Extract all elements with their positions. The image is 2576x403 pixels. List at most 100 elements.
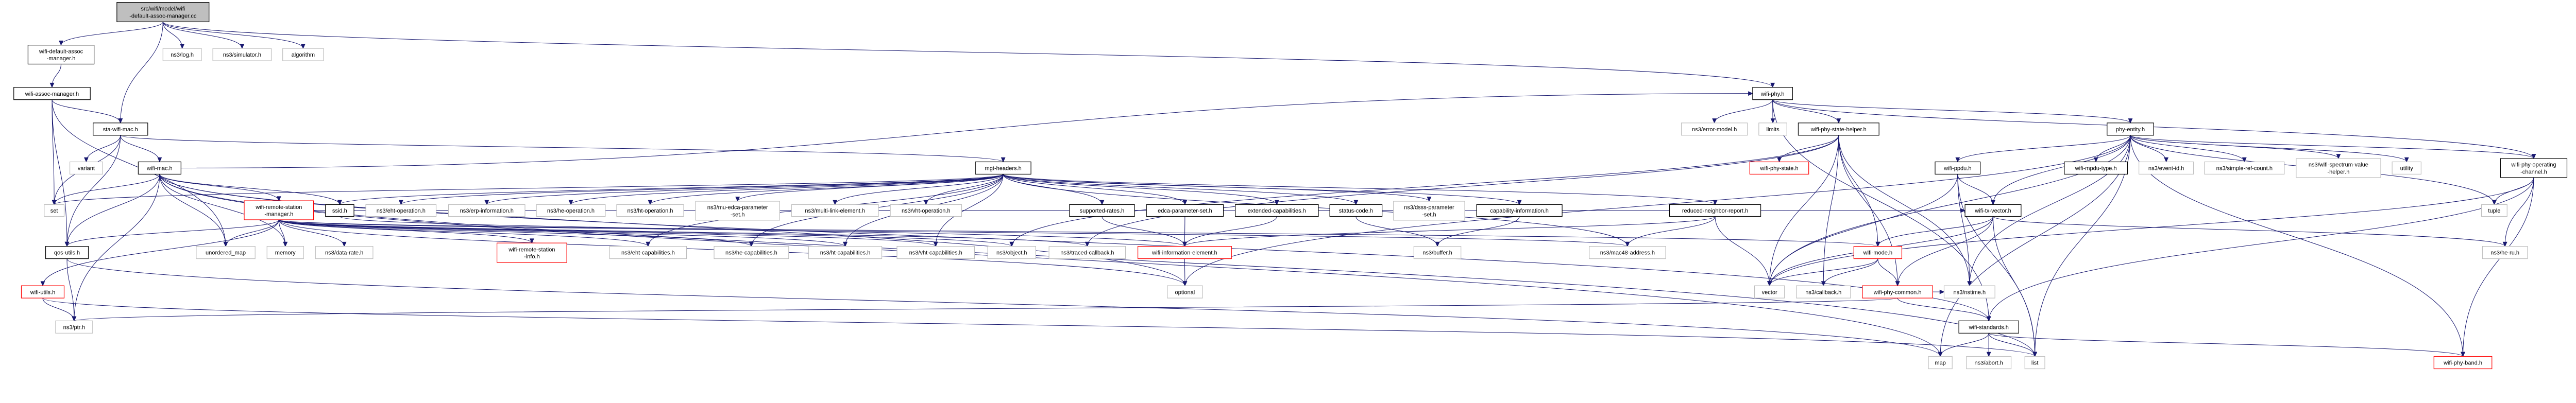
edge-line xyxy=(52,99,67,247)
node-ns3-mu-edca-parameter-set-h[interactable]: ns3/mu-edca-parameter-set.h xyxy=(695,201,780,221)
node-ssid-h[interactable]: ssid.h xyxy=(325,204,354,217)
node-ns3-callback-h[interactable]: ns3/callback.h xyxy=(1796,285,1851,299)
node-status-code-h[interactable]: status-code.h xyxy=(1329,204,1383,217)
node-tuple[interactable]: tuple xyxy=(2481,204,2507,217)
node-ns3-traced-callback-h[interactable]: ns3/traced-callback.h xyxy=(1048,246,1126,259)
node-ns3-mac48-address-h[interactable]: ns3/mac48-address.h xyxy=(1589,246,1666,259)
node-ns3-dsss-parameter-set-h[interactable]: ns3/dsss-parameter-set.h xyxy=(1393,201,1465,221)
node-capability-information-h[interactable]: capability-information.h xyxy=(1476,204,1563,217)
node-label: ns3/eht-operation.h xyxy=(377,208,426,214)
arrowhead-icon xyxy=(529,238,534,244)
node-ns3-vht-capabilities-h[interactable]: ns3/vht-capabilities.h xyxy=(896,246,975,259)
node-wifi-assoc-manager-h[interactable]: wifi-assoc-manager.h xyxy=(13,87,91,100)
node-label: ns3/erp-information.h xyxy=(460,208,514,214)
edge-line xyxy=(1772,99,2131,124)
node-wifi-utils-h[interactable]: wifi-utils.h xyxy=(21,285,65,299)
node-ns3-simulator-h[interactable]: ns3/simulator.h xyxy=(212,48,272,61)
node-wifi-phy-state-h[interactable]: wifi-phy-state.h xyxy=(1749,161,1809,175)
node-algorithm[interactable]: algorithm xyxy=(282,48,324,61)
node-ns3-ht-operation-h[interactable]: ns3/ht-operation.h xyxy=(616,204,684,217)
node-wifi-mode-h[interactable]: wifi-mode.h xyxy=(1853,246,1903,259)
node-qos-utils-h[interactable]: qos-utils.h xyxy=(45,246,89,259)
node-memory[interactable]: memory xyxy=(266,246,304,259)
node-ns3-he-ru-h[interactable]: ns3/he-ru.h xyxy=(2482,246,2528,259)
node-wifi-mpdu-type-h[interactable]: wifi-mpdu-type.h xyxy=(2064,161,2128,175)
node-label: ns3/he-ru.h xyxy=(2490,250,2519,256)
edge-wrsm-to-datarate xyxy=(278,219,347,247)
node-ns3-eht-operation-h[interactable]: ns3/eht-operation.h xyxy=(365,204,437,217)
node-ns3-erp-information-h[interactable]: ns3/erp-information.h xyxy=(448,204,526,217)
node-wifi-phy-state-helper-h[interactable]: wifi-phy-state-helper.h xyxy=(1798,122,1879,136)
node-map[interactable]: map xyxy=(1928,356,1953,370)
edge-line xyxy=(54,174,1004,205)
arrowhead-icon xyxy=(2404,157,2409,163)
edge-wmac-to-list xyxy=(159,174,2038,357)
node-list[interactable]: list xyxy=(2024,356,2045,370)
edge-line xyxy=(181,93,1753,168)
node-label: wifi-mac.h xyxy=(146,166,173,172)
node-wifi-phy-band-h[interactable]: wifi-phy-band.h xyxy=(2433,356,2493,370)
node-ns3-he-operation-h[interactable]: ns3/he-operation.h xyxy=(536,204,606,217)
edge-wmac-to-umap xyxy=(159,174,228,247)
node-label: ns3/buffer.h xyxy=(1422,250,1452,256)
node-unordered-map[interactable]: unordered_map xyxy=(196,246,256,259)
edge-rnr-to-wie xyxy=(1182,216,1716,247)
node-ns3-wifi-spectrum-value-helper-h[interactable]: ns3/wifi-spectrum-value-helper.h xyxy=(2296,158,2381,178)
edge-line xyxy=(1988,177,2534,321)
node-ns3-event-id-h[interactable]: ns3/event-id.h xyxy=(2139,161,2194,175)
node-ns3-simple-ref-count-h[interactable]: ns3/simple-ref-count.h xyxy=(2204,161,2285,175)
edge-line xyxy=(2463,177,2534,357)
node-reduced-neighbor-report-h[interactable]: reduced-neighbor-report.h xyxy=(1669,204,1761,217)
node-ns3-buffer-h[interactable]: ns3/buffer.h xyxy=(1413,246,1462,259)
arrowhead-icon xyxy=(2336,154,2341,160)
node-ns3-eht-capabilities-h[interactable]: ns3/eht-capabilities.h xyxy=(609,246,687,259)
edge-wpcommon-to-ptr xyxy=(72,297,1898,322)
edge-line xyxy=(1772,99,1839,123)
node-sta-wifi-mac-h[interactable]: sta-wifi-mac.h xyxy=(93,122,148,136)
node-limits[interactable]: limits xyxy=(1758,122,1787,136)
node-ns3-nstime-h[interactable]: ns3/nstime.h xyxy=(1943,285,1995,299)
node-wifi-information-element-h[interactable]: wifi-information-element.h xyxy=(1137,246,1232,259)
node-ns3-ht-capabilities-h[interactable]: ns3/ht-capabilities.h xyxy=(808,246,883,259)
node-ns3-multi-link-element-h[interactable]: ns3/multi-link-element.h xyxy=(791,204,879,217)
node-label: ns3/data-rate.h xyxy=(325,250,363,256)
node-variant[interactable]: variant xyxy=(69,161,103,175)
edge-line xyxy=(1769,258,1878,286)
edge-wrsm-to-hecap xyxy=(278,219,754,247)
node-wifi-standards-h[interactable]: wifi-standards.h xyxy=(1958,320,2019,334)
edge-root-to-algorithm xyxy=(162,22,306,49)
node-src-wifi-model-wifi-default-assoc-manager-cc[interactable]: src/wifi/model/wifi-default-assoc-manage… xyxy=(116,2,210,23)
node-supported-rates-h[interactable]: supported-rates.h xyxy=(1069,204,1135,217)
node-set[interactable]: set xyxy=(44,204,65,217)
node-ns3-log-h[interactable]: ns3/log.h xyxy=(162,48,202,61)
node-vector[interactable]: vector xyxy=(1754,285,1785,299)
node-wifi-remote-station-info-h[interactable]: wifi-remote-station-info.h xyxy=(496,242,567,263)
node-phy-entity-h[interactable]: phy-entity.h xyxy=(2107,122,2154,136)
node-ns3-error-model-h[interactable]: ns3/error-model.h xyxy=(1681,122,1748,136)
arrowhead-icon xyxy=(1770,82,1775,88)
node-extended-capabilities-h[interactable]: extended-capabilities.h xyxy=(1235,204,1319,217)
node-wifi-ppdu-h[interactable]: wifi-ppdu.h xyxy=(1935,161,1981,175)
edge-mgt-to-mle xyxy=(833,174,1004,205)
node-wifi-mac-h[interactable]: wifi-mac.h xyxy=(138,161,181,175)
node-ns3-ptr-h[interactable]: ns3/ptr.h xyxy=(55,320,93,334)
node-ns3-he-capabilities-h[interactable]: ns3/he-capabilities.h xyxy=(714,246,789,259)
node-ns3-abort-h[interactable]: ns3/abort.h xyxy=(1966,356,2012,370)
edge-line xyxy=(162,22,243,49)
node-mgt-headers-h[interactable]: mgt-headers.h xyxy=(975,161,1031,175)
node-wifi-default-assoc-manager-h[interactable]: wifi-default-assoc-manager.h xyxy=(27,45,95,65)
edge-sta-to-variant xyxy=(83,135,121,163)
node-ns3-object-h[interactable]: ns3/object.h xyxy=(987,246,1036,259)
node-ns3-vht-operation-h[interactable]: ns3/vht-operation.h xyxy=(890,204,962,217)
node-wifi-remote-station-manager-h[interactable]: wifi-remote-station-manager.h xyxy=(244,200,314,220)
node-edca-parameter-set-h[interactable]: edca-parameter-set.h xyxy=(1146,204,1224,217)
node-wifi-phy-h[interactable]: wifi-phy.h xyxy=(1752,87,1793,100)
node-wifi-tx-vector-h[interactable]: wifi-tx-vector.h xyxy=(1964,204,2022,217)
node-optional[interactable]: optional xyxy=(1167,285,1203,299)
node-utility[interactable]: utility xyxy=(2392,161,2421,175)
node-wifi-phy-operating-channel-h[interactable]: wifi-phy-operating-channel.h xyxy=(2500,158,2568,178)
node-box xyxy=(1048,246,1126,259)
node-ns3-data-rate-h[interactable]: ns3/data-rate.h xyxy=(315,246,374,259)
arrowhead-icon xyxy=(342,241,347,247)
node-wifi-phy-common-h[interactable]: wifi-phy-common.h xyxy=(1862,285,1933,299)
